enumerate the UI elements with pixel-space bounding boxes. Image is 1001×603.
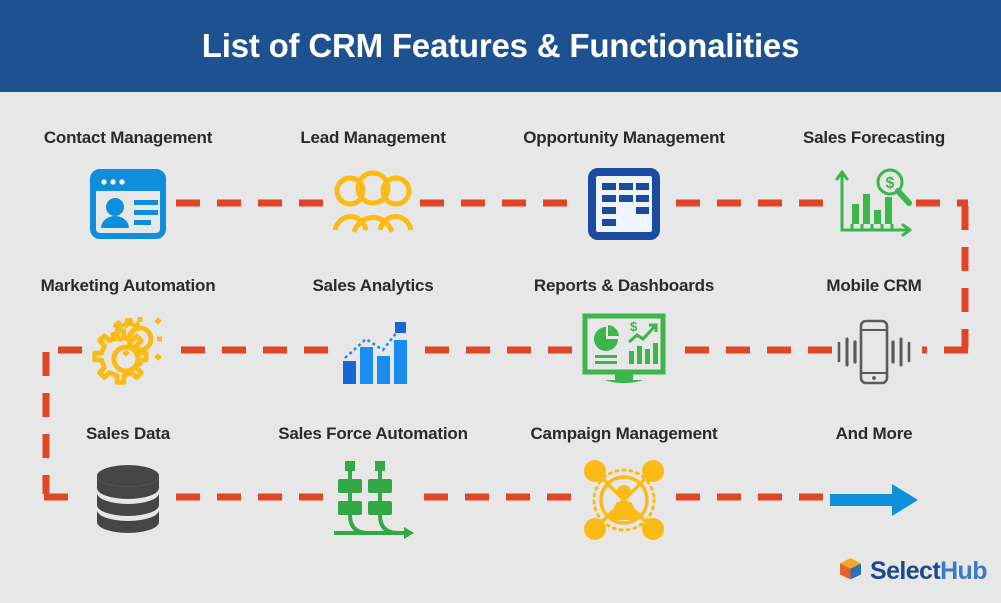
mobile-phone-signal-icon xyxy=(828,306,920,398)
blue-arrow-icon xyxy=(828,454,920,546)
feature-label: Marketing Automation xyxy=(40,276,216,295)
header-bar xyxy=(0,0,1001,92)
contact-card-icon xyxy=(82,158,174,250)
feature-and-more[interactable]: And More xyxy=(749,424,999,572)
feature-label: Sales Analytics xyxy=(312,276,434,295)
page-title: List of CRM Features & Functionalities xyxy=(201,27,800,64)
feature-label: Campaign Management xyxy=(530,424,718,443)
feature-label: And More xyxy=(835,424,913,443)
feature-opportunity-management[interactable]: Opportunity Management xyxy=(499,128,749,276)
logo-text-hub: Hub xyxy=(940,556,987,585)
feature-label: Opportunity Management xyxy=(523,128,725,147)
feature-contact-management[interactable]: Contact Management xyxy=(3,128,253,276)
monitor-dashboard-icon: $ xyxy=(578,306,670,398)
feature-label: Sales Forecasting xyxy=(802,128,946,147)
logo-text-select: Select xyxy=(870,556,941,585)
feature-sales-force-automation[interactable]: Sales Force Automation xyxy=(248,424,498,572)
selecthub-logo[interactable]: SelectHub xyxy=(838,556,987,586)
gears-icon xyxy=(82,306,174,398)
svg-text:$: $ xyxy=(886,175,895,192)
feature-label: Mobile CRM xyxy=(826,276,922,295)
feature-label: Sales Force Automation xyxy=(278,424,468,443)
feature-sales-forecasting[interactable]: Sales Forecasting xyxy=(749,128,999,276)
feature-lead-management[interactable]: Lead Management xyxy=(248,128,498,276)
feature-marketing-automation[interactable]: Marketing Automation xyxy=(3,276,253,424)
feature-sales-analytics[interactable]: Sales Analytics xyxy=(248,276,498,424)
feature-reports-dashboards[interactable]: Reports & Dashboards xyxy=(499,276,749,424)
svg-text:$: $ xyxy=(630,319,638,334)
feature-label: Contact Management xyxy=(43,128,213,147)
feature-mobile-crm[interactable]: Mobile CRM xyxy=(749,276,999,424)
chart-magnifier-dollar-icon: $ xyxy=(828,158,920,250)
database-icon xyxy=(82,454,174,546)
network-person-icon xyxy=(578,454,670,546)
logo-text: SelectHub xyxy=(870,557,987,586)
feature-sales-data[interactable]: Sales Data xyxy=(3,424,253,572)
table-grid-icon xyxy=(578,158,670,250)
bar-chart-trend-icon xyxy=(327,306,419,398)
feature-campaign-management[interactable]: Campaign Management xyxy=(499,424,749,572)
feature-label: Lead Management xyxy=(300,128,446,147)
feature-grid: Contact Management Lead Management xyxy=(0,92,1001,603)
people-group-icon xyxy=(327,158,419,250)
workflow-arrow-icon xyxy=(327,454,419,546)
feature-label: Sales Data xyxy=(86,424,170,443)
cube-icon xyxy=(838,556,863,586)
feature-label: Reports & Dashboards xyxy=(533,276,715,295)
